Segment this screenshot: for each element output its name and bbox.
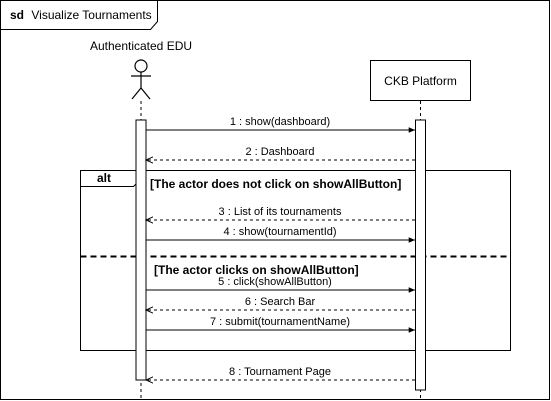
message-8-label: 8 : Tournament Page — [229, 366, 331, 378]
sd-frame-title: sd Visualize Tournaments — [10, 8, 152, 22]
participant-box-ckb — [370, 60, 471, 101]
alt-fragment — [80, 170, 511, 351]
message-2: 2 : Dashboard — [146, 146, 415, 160]
message-7-label: 7 : submit(tournamentName) — [210, 316, 350, 328]
participant-label-ckb: CKB Platform — [384, 74, 457, 88]
alt-guard-1: [The actor does not click on showAllButt… — [150, 177, 401, 191]
actor-stick-figure-icon — [131, 59, 151, 100]
message-4-label: 4 : show(tournamentId) — [223, 226, 336, 238]
message-5: 5 : click(showAllButton) — [146, 276, 415, 293]
message-8: 8 : Tournament Page — [146, 366, 415, 380]
message-3-label: 3 : List of its tournaments — [219, 206, 342, 218]
message-7: 7 : submit(tournamentName) — [146, 316, 415, 333]
message-4: 4 : show(tournamentId) — [146, 226, 415, 243]
sd-keyword: sd — [10, 8, 24, 22]
sd-frame-tab — [0, 0, 158, 30]
activation-ckb — [415, 119, 426, 391]
actor-label-edu: Authenticated EDU — [90, 39, 192, 53]
alt-operator: alt — [97, 171, 111, 185]
message-1: 1 : show(dashboard) — [146, 116, 415, 133]
message-3: 3 : List of its tournaments — [146, 206, 415, 220]
activation-edu — [135, 119, 147, 381]
message-2-label: 2 : Dashboard — [245, 146, 314, 158]
message-6-label: 6 : Search Bar — [245, 296, 316, 308]
message-1-label: 1 : show(dashboard) — [230, 116, 330, 128]
message-6: 6 : Search Bar — [146, 296, 415, 310]
message-5-label: 5 : click(showAllButton) — [218, 276, 332, 288]
alt-guard-2: [The actor clicks on showAllButton] — [154, 263, 359, 277]
sd-title: Visualize Tournaments — [31, 8, 151, 22]
